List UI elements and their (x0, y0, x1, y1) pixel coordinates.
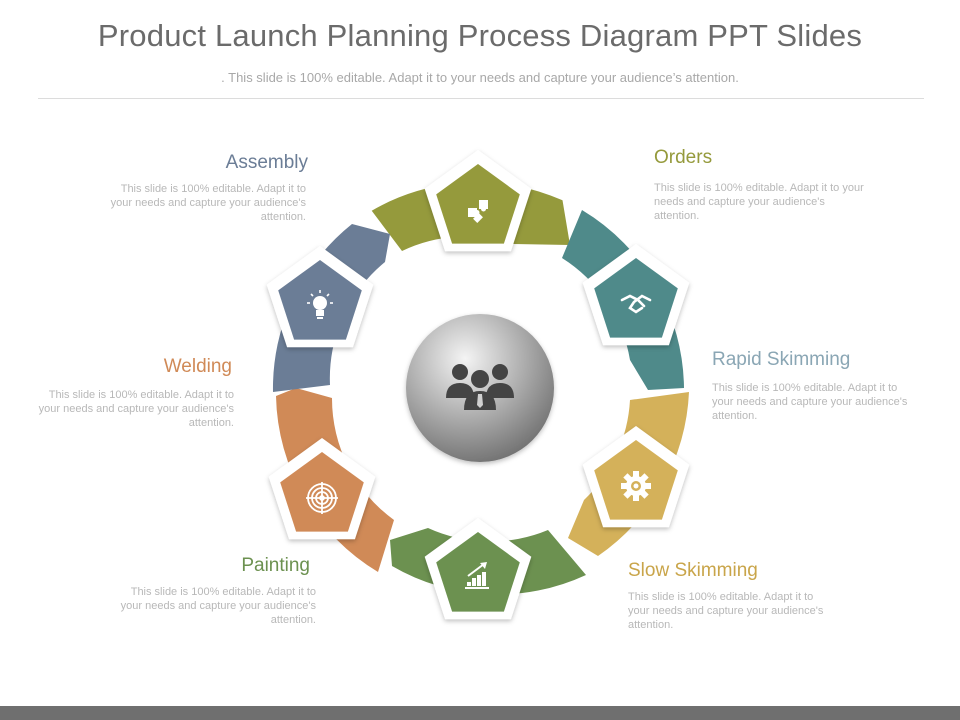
step-desc-painting: This slide is 100% editable. Adapt it to… (120, 586, 316, 626)
step-node-assembly (266, 246, 374, 348)
step-desc-welding: This slide is 100% editable. Adapt it to… (38, 389, 234, 429)
lightbulb-icon (307, 290, 333, 319)
step-desc-orders: This slide is 100% editable. Adapt it to… (654, 182, 864, 222)
step-node-orders (424, 150, 532, 252)
page-title: Product Launch Planning Process Diagram … (97, 18, 863, 53)
step-node-painting (424, 518, 532, 620)
step-label-orders: Orders (654, 147, 713, 168)
center-hub (406, 314, 554, 462)
step-desc-rapid-skimming: This slide is 100% editable. Adapt it to… (712, 382, 908, 422)
growth-chart-icon (465, 562, 489, 589)
header-divider (38, 98, 924, 99)
target-icon (306, 482, 338, 514)
handshake-icon (620, 294, 652, 314)
step-label-slow-skimming: Slow Skimming (628, 560, 758, 581)
step-label-welding: Welding (163, 356, 232, 377)
step-node-slow-skimming (582, 426, 690, 528)
step-desc-assembly: This slide is 100% editable. Adapt it to… (110, 183, 306, 223)
footer-bar (0, 706, 960, 720)
gear-icon (621, 471, 651, 501)
step-node-welding (268, 438, 376, 540)
page-subtitle: . This slide is 100% editable. Adapt it … (221, 70, 739, 85)
puzzle-icon (468, 200, 488, 223)
step-label-rapid-skimming: Rapid Skimming (712, 349, 851, 370)
step-node-rapid-skimming (582, 244, 690, 346)
team-people-icon (446, 364, 514, 410)
step-desc-slow-skimming: This slide is 100% editable. Adapt it to… (628, 591, 824, 631)
step-label-assembly: Assembly (225, 152, 308, 173)
step-label-painting: Painting (241, 555, 310, 576)
